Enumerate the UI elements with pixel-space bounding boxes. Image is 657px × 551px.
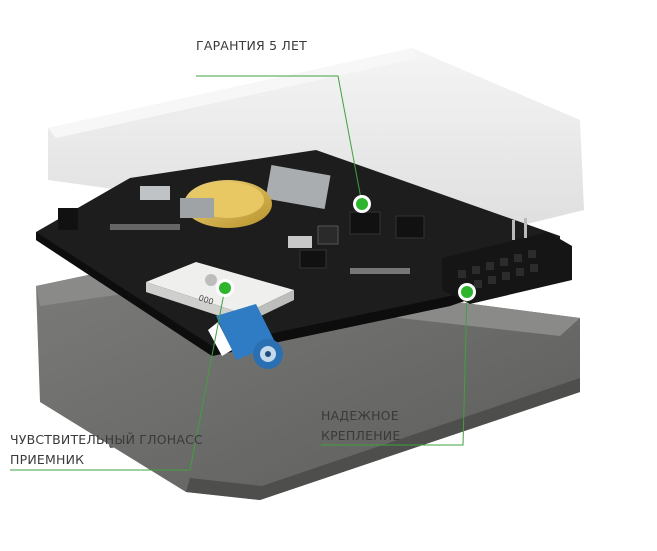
callout-antenna-line1: ЧУВСТВИТЕЛЬНЫЙ ГЛОНАСС [10,432,203,447]
pcb-board [36,150,560,356]
leader-lines [10,75,468,471]
callout-mount-line2: КРЕПЛЕНИЕ [321,428,401,443]
antenna-marking: 000 [197,293,214,306]
antenna-side [146,282,244,324]
lid-edge [48,48,418,138]
coin-battery [180,180,272,228]
sim-holder [265,165,331,209]
callout-warranty: ГАРАНТИЯ 5 ЛЕТ [196,36,307,56]
leader-antenna [10,287,226,471]
callout-reliable-mount: НАДЕЖНОЕ КРЕПЛЕНИЕ [321,406,400,446]
pcb-edge [36,232,560,356]
connector-pin-a [512,220,515,240]
callout-antenna-line2: ПРИЕМНИК [10,452,85,467]
leader-warranty [196,75,363,205]
pin-header-left [58,208,78,230]
fakra-connector [208,304,283,369]
marker-mount-dot [461,286,473,298]
smd-row-2 [110,224,180,230]
fakra-clip [208,322,232,356]
chip-3 [299,249,327,269]
antenna-feed-dot [205,274,217,286]
chip-2 [395,215,425,239]
enclosure-front-face [186,378,580,500]
leader-mount [321,291,468,446]
callout-warranty-label: ГАРАНТИЯ 5 ЛЕТ [196,38,307,53]
battery-clip [180,198,214,218]
callout-markers [216,195,476,301]
callout-mount-line1: НАДЕЖНОЕ [321,408,399,423]
marker-warranty-dot [356,198,368,210]
usb-port [140,186,170,200]
callout-glonass-receiver: ЧУВСТВИТЕЛЬНЫЙ ГЛОНАСС ПРИЕМНИК [10,430,203,470]
marker-antenna-dot [219,282,231,294]
smd-row-1 [350,268,410,274]
inductor [317,225,339,245]
chip-1 [349,211,381,235]
connector-pin-b [524,218,527,238]
crystal [288,236,312,248]
power-connector [442,218,572,304]
fakra-pin [265,351,271,357]
